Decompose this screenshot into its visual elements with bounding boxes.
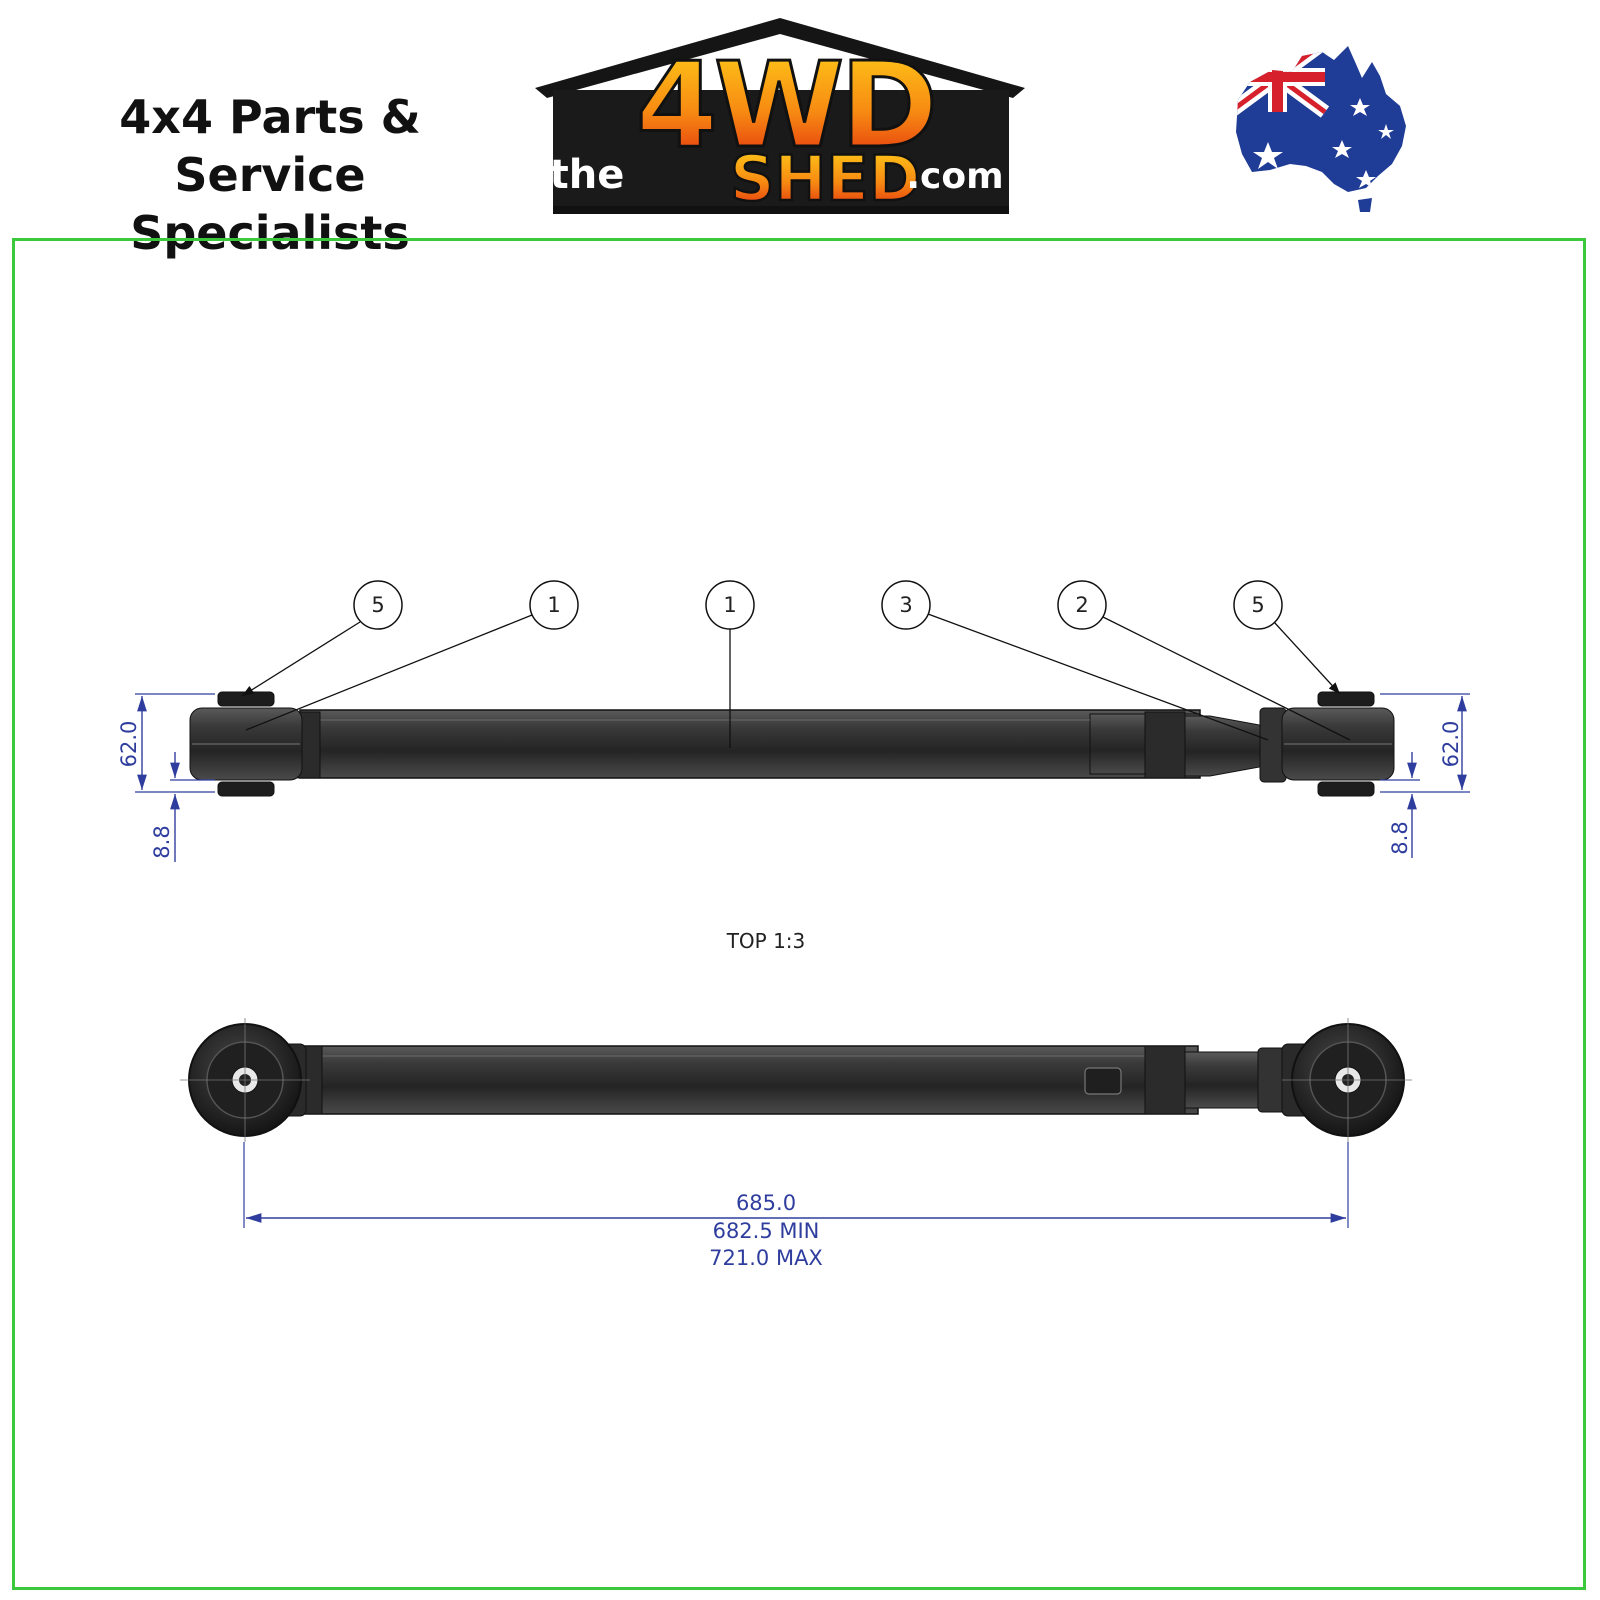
svg-text:8.8: 8.8 bbox=[1388, 821, 1412, 854]
svg-text:5: 5 bbox=[1251, 593, 1264, 617]
header: 4x4 Parts & Service Specialists the 4WD … bbox=[0, 0, 1600, 260]
side-rod-end-left bbox=[189, 691, 303, 797]
logo-main: 4WD bbox=[636, 36, 934, 174]
logo-sub: SHED bbox=[730, 142, 920, 215]
side-adjuster bbox=[1184, 715, 1266, 777]
svg-text:8.8: 8.8 bbox=[150, 825, 174, 858]
dim-length-max: 721.0 MAX bbox=[709, 1246, 823, 1270]
dim-length-nominal: 685.0 bbox=[736, 1191, 796, 1215]
the4wdshed-logo: the 4WD SHED .com bbox=[535, 18, 1025, 216]
tagline-line-1: 4x4 Parts & Service bbox=[119, 90, 421, 202]
tagline: 4x4 Parts & Service Specialists bbox=[20, 88, 520, 262]
logo-suffix: .com bbox=[906, 156, 1003, 197]
tagline-line-2: Specialists bbox=[130, 206, 410, 260]
dim-offset-left: 8.8 bbox=[150, 752, 215, 862]
balloon-1: 5 bbox=[241, 580, 403, 697]
top-inspection-slot bbox=[1084, 1067, 1122, 1095]
logo-roof bbox=[535, 18, 1025, 98]
dim-height-right: 62.0 bbox=[1380, 693, 1470, 793]
dim-height-left: 62.0 bbox=[117, 693, 215, 793]
side-collar-right bbox=[1144, 711, 1186, 779]
logo-prefix: the bbox=[550, 152, 625, 198]
side-rod-end-right bbox=[1281, 691, 1395, 797]
balloon-6: 5 bbox=[1233, 580, 1341, 695]
svg-text:62.0: 62.0 bbox=[117, 721, 141, 768]
balloon-3: 1 bbox=[705, 580, 755, 748]
side-main-tube bbox=[299, 709, 1201, 779]
logo-body bbox=[553, 90, 1009, 208]
svg-text:1: 1 bbox=[723, 593, 736, 617]
dim-length-min: 682.5 MIN bbox=[713, 1219, 820, 1243]
balloon-2: 1 bbox=[245, 580, 579, 731]
svg-text:5: 5 bbox=[371, 593, 384, 617]
balloon-5: 2 bbox=[1057, 580, 1351, 741]
svg-text:1: 1 bbox=[547, 593, 560, 617]
dim-offset-right: 8.8 bbox=[1380, 752, 1420, 858]
svg-text:3: 3 bbox=[899, 593, 912, 617]
top-adjuster bbox=[1184, 1051, 1264, 1109]
svg-text:62.0: 62.0 bbox=[1439, 721, 1463, 768]
australia-flag-map-icon bbox=[1236, 46, 1406, 212]
view-label: TOP 1:3 bbox=[726, 929, 806, 953]
top-view: 685.0 682.5 MIN 721.0 MAX bbox=[180, 1018, 1412, 1270]
balloon-4: 3 bbox=[881, 580, 1269, 741]
side-view: 5 1 1 3 2 5 bbox=[117, 580, 1470, 862]
drawing-frame bbox=[12, 238, 1586, 1590]
top-rod-end-left bbox=[180, 1018, 310, 1142]
dim-length: 685.0 682.5 MIN 721.0 MAX bbox=[243, 1142, 1349, 1270]
svg-text:2: 2 bbox=[1075, 593, 1088, 617]
top-rod-end-right bbox=[1281, 1018, 1412, 1142]
